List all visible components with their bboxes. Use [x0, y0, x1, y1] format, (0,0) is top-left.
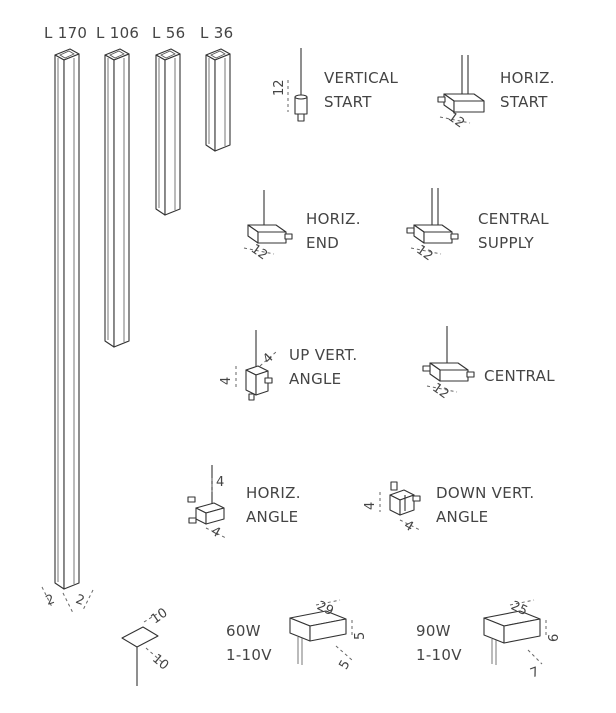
central: 12 CENTRAL: [422, 326, 555, 402]
driver-90w-power: 90W: [416, 622, 451, 640]
profile-section-dims: 2 2: [41, 586, 94, 614]
vertical-start: 12 VERTICAL START: [272, 48, 398, 122]
down-vert-angle-label-2: ANGLE: [436, 508, 488, 526]
profile-l36: L 36: [200, 24, 233, 152]
driver-90w-width: 6: [547, 634, 562, 642]
horiz-angle-dim-b: 4: [208, 524, 223, 541]
up-vert-angle-label-2: ANGLE: [289, 370, 341, 388]
driver-60w-length: 29: [314, 599, 335, 620]
down-vert-angle-label-1: DOWN VERT.: [436, 484, 534, 502]
section-width: 2: [44, 592, 57, 609]
horiz-start: 12 HORIZ. START: [437, 55, 555, 132]
driver-90w: 90W 1-10V 25 6 7: [416, 599, 562, 682]
plate-dim-a: 10: [148, 605, 170, 627]
horiz-end-label-1: HORIZ.: [306, 210, 361, 228]
profile-l106: L 106: [96, 24, 139, 348]
profile-label: L 56: [152, 24, 185, 42]
down-vert-angle-dim-b: 4: [401, 518, 416, 535]
central-supply: 12 CENTRAL SUPPLY: [406, 188, 549, 264]
driver-60w-width: 5: [353, 632, 368, 640]
horiz-start-dim: 12: [445, 110, 467, 132]
horiz-end-dim: 12: [248, 242, 270, 264]
profile-l170: L 170: [44, 24, 87, 590]
profile-l56: L 56: [152, 24, 185, 216]
horiz-end: 12 HORIZ. END: [243, 190, 361, 264]
up-vert-angle-dim-a: 4: [219, 377, 234, 385]
horiz-angle-label-1: HORIZ.: [246, 484, 301, 502]
driver-60w: 60W 1-10V 29 5 5: [226, 599, 368, 673]
horiz-angle: 4 4 HORIZ. ANGLE: [187, 465, 301, 541]
horiz-start-label-1: HORIZ.: [500, 69, 555, 87]
profile-label: L 170: [44, 24, 87, 42]
horiz-start-label-2: START: [500, 93, 548, 111]
central-supply-dim: 12: [413, 242, 435, 264]
profile-label: L 36: [200, 24, 233, 42]
driver-90w-length: 25: [508, 599, 529, 620]
up-vert-angle: 4 4 UP VERT. ANGLE: [219, 330, 357, 401]
central-supply-label-1: CENTRAL: [478, 210, 549, 228]
down-vert-angle: 4 4 DOWN VERT. ANGLE: [363, 481, 534, 535]
central-supply-label-2: SUPPLY: [478, 234, 534, 252]
horiz-end-label-2: END: [306, 234, 339, 252]
central-label-1: CENTRAL: [484, 367, 555, 385]
horiz-angle-dim-a: 4: [216, 475, 224, 490]
profile-label: L 106: [96, 24, 139, 42]
driver-90w-height: 7: [528, 665, 541, 682]
driver-90w-control: 1-10V: [416, 646, 462, 664]
central-dim: 12: [429, 380, 451, 402]
down-vert-angle-dim-a: 4: [363, 502, 378, 510]
driver-60w-power: 60W: [226, 622, 261, 640]
up-vert-angle-label-1: UP VERT.: [289, 346, 357, 364]
vertical-start-label-2: START: [324, 93, 372, 111]
driver-60w-height: 5: [336, 658, 353, 673]
plate-dim-b: 10: [149, 651, 171, 673]
horiz-angle-label-2: ANGLE: [246, 508, 298, 526]
driver-60w-control: 1-10V: [226, 646, 272, 664]
mounting-plate: 10 10: [121, 605, 171, 686]
vertical-start-label-1: VERTICAL: [324, 69, 398, 87]
vertical-start-dim: 12: [272, 79, 287, 96]
